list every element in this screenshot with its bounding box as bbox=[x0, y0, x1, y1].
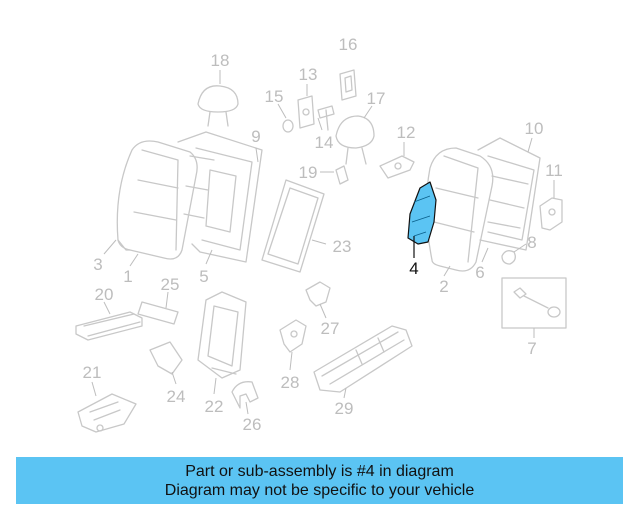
parts-diagram: 1 2 3 4 5 6 7 8 9 10 11 12 13 14 15 16 1… bbox=[75, 35, 567, 434]
caption-bar: Part or sub-assembly is #4 in diagram Di… bbox=[16, 457, 623, 504]
callout-14: 14 bbox=[315, 133, 334, 152]
part-20-cushion bbox=[75, 311, 143, 341]
part-8-clip bbox=[501, 250, 516, 265]
part-2-right-seatback bbox=[425, 147, 494, 272]
part-17-headrest bbox=[335, 115, 375, 165]
part-13-bracket bbox=[297, 95, 315, 129]
part-25-trim bbox=[137, 301, 179, 325]
callout-25: 25 bbox=[161, 275, 180, 294]
callout-11: 11 bbox=[545, 161, 563, 180]
callout-29: 29 bbox=[335, 399, 354, 418]
part-23-panel bbox=[261, 179, 325, 273]
callout-22: 22 bbox=[205, 397, 224, 416]
part-29-side-cushion bbox=[313, 325, 413, 393]
part-6-right-frame bbox=[477, 137, 541, 251]
callout-12: 12 bbox=[397, 123, 416, 142]
part-18-headrest bbox=[197, 85, 239, 127]
part-22-frame bbox=[197, 291, 247, 379]
callout-21: 21 bbox=[83, 363, 102, 382]
part-16-bracket bbox=[339, 69, 357, 101]
callout-4: 4 bbox=[409, 259, 418, 278]
part-1-left-seatback bbox=[116, 140, 198, 260]
part-19-clip bbox=[335, 165, 349, 185]
callout-5: 5 bbox=[199, 267, 208, 286]
callout-1: 1 bbox=[123, 267, 132, 286]
callout-10: 10 bbox=[525, 119, 544, 138]
caption-part-number: Part or sub-assembly is #4 in diagram bbox=[185, 462, 454, 480]
callout-24: 24 bbox=[167, 387, 186, 406]
callout-9: 9 bbox=[251, 127, 260, 146]
part-28-hinge bbox=[279, 319, 307, 353]
callout-15: 15 bbox=[265, 87, 284, 106]
callout-18: 18 bbox=[211, 51, 230, 70]
callout-6: 6 bbox=[475, 263, 484, 282]
callout-2: 2 bbox=[439, 277, 448, 296]
callout-7: 7 bbox=[527, 339, 536, 358]
caption-disclaimer: Diagram may not be specific to your vehi… bbox=[164, 481, 475, 499]
callout-13: 13 bbox=[299, 65, 318, 84]
callout-20: 20 bbox=[95, 285, 114, 304]
callout-8: 8 bbox=[527, 233, 536, 252]
part-27-latch bbox=[305, 281, 331, 307]
callout-23: 23 bbox=[333, 237, 352, 256]
callout-26: 26 bbox=[243, 415, 262, 434]
part-5-left-frame bbox=[177, 131, 263, 263]
part-12-bracket bbox=[379, 155, 415, 179]
callout-3: 3 bbox=[93, 255, 102, 274]
part-14-bolt bbox=[317, 105, 335, 131]
part-11-bracket bbox=[539, 197, 563, 231]
callout-27: 27 bbox=[321, 319, 340, 338]
part-24-cover bbox=[149, 341, 183, 375]
part-7-hardware-kit bbox=[501, 277, 567, 329]
part-4-side-bolster bbox=[407, 181, 437, 245]
callout-17: 17 bbox=[367, 89, 386, 108]
callout-16: 16 bbox=[339, 35, 358, 54]
part-21-bracket bbox=[77, 393, 137, 433]
callout-28: 28 bbox=[281, 373, 300, 392]
callout-19: 19 bbox=[299, 163, 318, 182]
part-26-clip bbox=[231, 381, 259, 409]
part-15-washer bbox=[282, 119, 294, 133]
